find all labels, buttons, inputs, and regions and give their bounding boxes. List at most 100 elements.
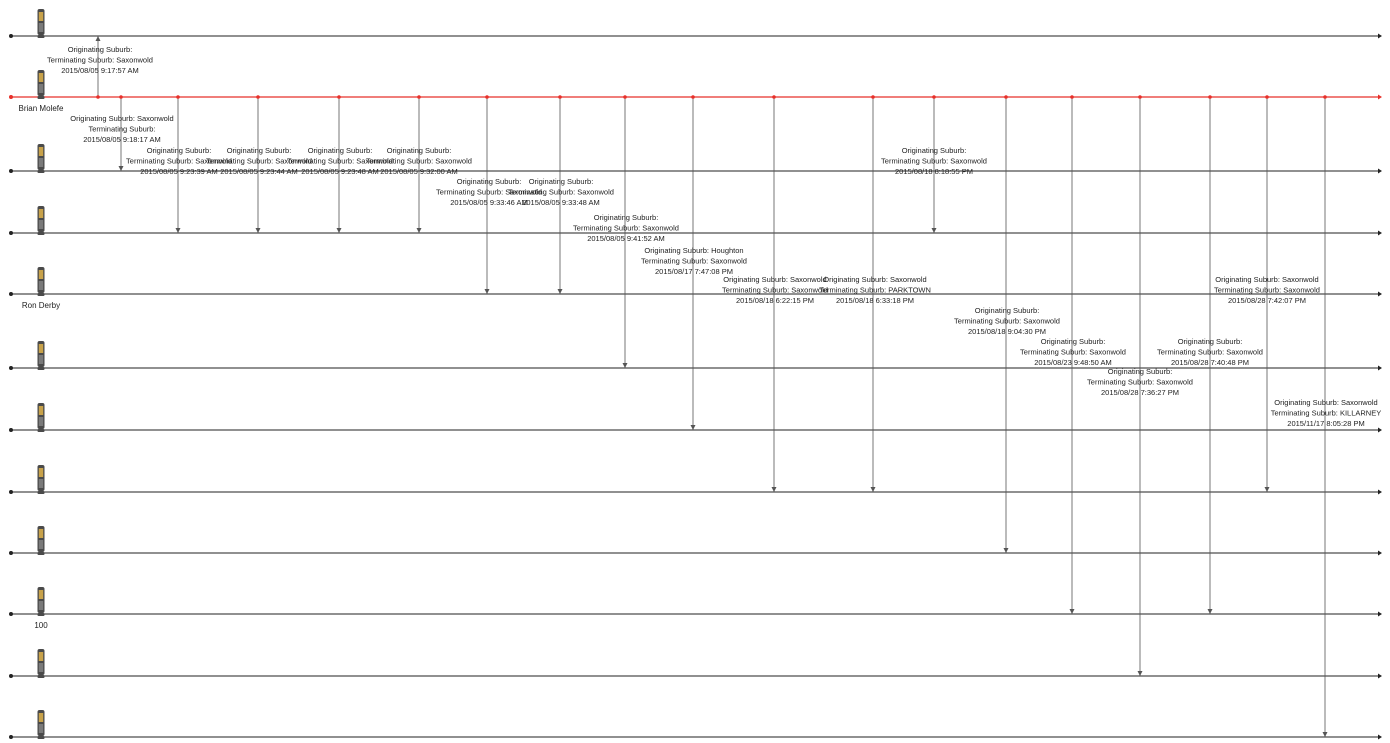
terminating-suburb: Terminating Suburb: PARKTOWN	[819, 286, 931, 295]
originating-suburb: Originating Suburb: Saxonwold	[723, 275, 826, 284]
terminating-suburb: Terminating Suburb: KILLARNEY	[1271, 409, 1381, 418]
mobile-phone-icon[interactable]	[37, 70, 45, 99]
call-timestamp: 2015/08/18 9:04:30 PM	[968, 327, 1046, 336]
mobile-phone-icon[interactable]	[37, 206, 45, 235]
terminating-suburb: Terminating Suburb: Saxonwold	[126, 157, 232, 166]
originating-suburb: Originating Suburb: Saxonwold	[823, 275, 926, 284]
call-timestamp: 2015/08/28 7:36:27 PM	[1101, 388, 1179, 397]
connector-arrow	[931, 228, 937, 233]
terminating-suburb: Terminating Suburb: Saxonwold	[954, 317, 1060, 326]
connector-dot	[119, 95, 123, 99]
lane	[9, 206, 1382, 236]
lane-start-dot	[9, 428, 13, 432]
lane-end-arrow	[1378, 427, 1382, 433]
terminating-suburb: Terminating Suburb: Saxonwold	[206, 157, 312, 166]
call-label: Originating Suburb:Terminating Suburb: S…	[508, 177, 614, 207]
connector-dot	[1208, 95, 1212, 99]
mobile-phone-icon[interactable]	[37, 465, 45, 494]
call-timestamp: 2015/08/05 9:23:39 AM	[140, 167, 218, 176]
connector-dot	[256, 95, 260, 99]
originating-suburb: Originating Suburb: Houghton	[644, 246, 743, 255]
lane-start-dot	[9, 612, 13, 616]
lane	[9, 144, 1382, 174]
call-connector[interactable]: Originating Suburb:Terminating Suburb: S…	[287, 95, 393, 233]
connector-dot	[176, 95, 180, 99]
call-timestamp: 2015/08/28 7:40:48 PM	[1171, 358, 1249, 367]
call-label: Originating Suburb: Terminating Suburb: S…	[881, 146, 987, 176]
connector-dot	[932, 95, 936, 99]
call-timestamp: 2015/08/18 6:33:18 PM	[836, 296, 914, 305]
connector-arrow	[336, 228, 342, 233]
call-label: Originating Suburb:Terminating Suburb: S…	[206, 146, 312, 176]
mobile-phone-icon[interactable]	[37, 341, 45, 370]
mobile-phone-icon[interactable]	[37, 9, 45, 38]
call-connector[interactable]: Originating Suburb:Terminating Suburb: S…	[1020, 95, 1126, 614]
connector-arrow	[1003, 548, 1009, 553]
call-connector[interactable]: Originating Suburb: Terminating Suburb: S…	[954, 95, 1060, 553]
connector-arrow	[622, 363, 628, 368]
connector-arrow	[255, 228, 261, 233]
lane: Ron Derby	[9, 267, 1382, 310]
connector-arrow	[690, 425, 696, 430]
participant-label: Ron Derby	[22, 301, 60, 310]
connector-arrow	[557, 289, 563, 294]
originating-suburb: Originating Suburb:	[1178, 337, 1243, 346]
mobile-phone-icon[interactable]	[37, 649, 45, 678]
mobile-phone-icon[interactable]	[37, 403, 45, 432]
call-connector[interactable]: Originating Suburb: Terminating Suburb: S…	[126, 95, 232, 233]
lane	[9, 649, 1382, 679]
connector-arrow	[118, 166, 124, 171]
originating-suburb: Originating Suburb:	[902, 146, 967, 155]
call-connector[interactable]: Originating Suburb:Terminating Suburb: S…	[1087, 95, 1193, 676]
lane-end-arrow	[1378, 673, 1382, 679]
terminating-suburb: Terminating Suburb: Saxonwold	[881, 157, 987, 166]
terminating-suburb: Terminating Suburb: Saxonwold	[47, 56, 153, 65]
call-connector[interactable]: Originating Suburb:Terminating Suburb: S…	[508, 95, 614, 294]
connector-dot	[96, 95, 100, 99]
connector-arrow	[1137, 671, 1143, 676]
call-connector[interactable]: Originating Suburb:Terminating Suburb: S…	[436, 95, 542, 294]
mobile-phone-icon[interactable]	[37, 587, 45, 616]
call-label: Originating Suburb:Terminating Suburb: S…	[287, 146, 393, 176]
call-connector[interactable]: Originating Suburb:Terminating Suburb: S…	[47, 36, 153, 99]
call-timestamp: 2015/08/17 7:47:08 PM	[655, 267, 733, 276]
terminating-suburb: Terminating Suburb: Saxonwold	[1157, 348, 1263, 357]
terminating-suburb: Terminating Suburb: Saxonwold	[722, 286, 828, 295]
call-label: Originating Suburb:Terminating Suburb: S…	[1020, 337, 1126, 367]
call-connector[interactable]: Originating Suburb:Terminating Suburb: S…	[366, 95, 472, 233]
call-timestamp: 2015/08/18 8:18:55 PM	[895, 167, 973, 176]
mobile-phone-icon[interactable]	[37, 526, 45, 555]
mobile-phone-icon[interactable]	[37, 144, 45, 173]
connector-arrow	[416, 228, 422, 233]
connector-dot	[623, 95, 627, 99]
originating-suburb: Originating Suburb:	[975, 306, 1040, 315]
connector-dot	[772, 95, 776, 99]
lane-start-dot	[9, 95, 13, 99]
originating-suburb: Originating Suburb:	[594, 213, 659, 222]
originating-suburb: Originating Suburb:	[387, 146, 452, 155]
connector-arrow	[484, 289, 490, 294]
terminating-suburb: Terminating Suburb: Saxonwold	[573, 224, 679, 233]
mobile-phone-icon[interactable]	[37, 710, 45, 739]
call-connector[interactable]: Originating Suburb: Terminating Suburb: S…	[1157, 95, 1263, 614]
lane	[9, 465, 1382, 495]
call-connector[interactable]: Originating Suburb: Terminating Suburb: S…	[573, 95, 679, 368]
call-connector[interactable]: Originating Suburb: Terminating Suburb: S…	[881, 95, 987, 233]
originating-suburb: Originating Suburb:	[1108, 367, 1173, 376]
call-connector[interactable]: Originating Suburb:Terminating Suburb: S…	[206, 95, 312, 233]
originating-suburb: Originating Suburb:	[147, 146, 212, 155]
lane-end-arrow	[1378, 611, 1382, 617]
lane-end-arrow	[1378, 94, 1382, 100]
mobile-phone-icon[interactable]	[37, 267, 45, 296]
originating-suburb: Originating Suburb: Saxonwold	[70, 114, 173, 123]
